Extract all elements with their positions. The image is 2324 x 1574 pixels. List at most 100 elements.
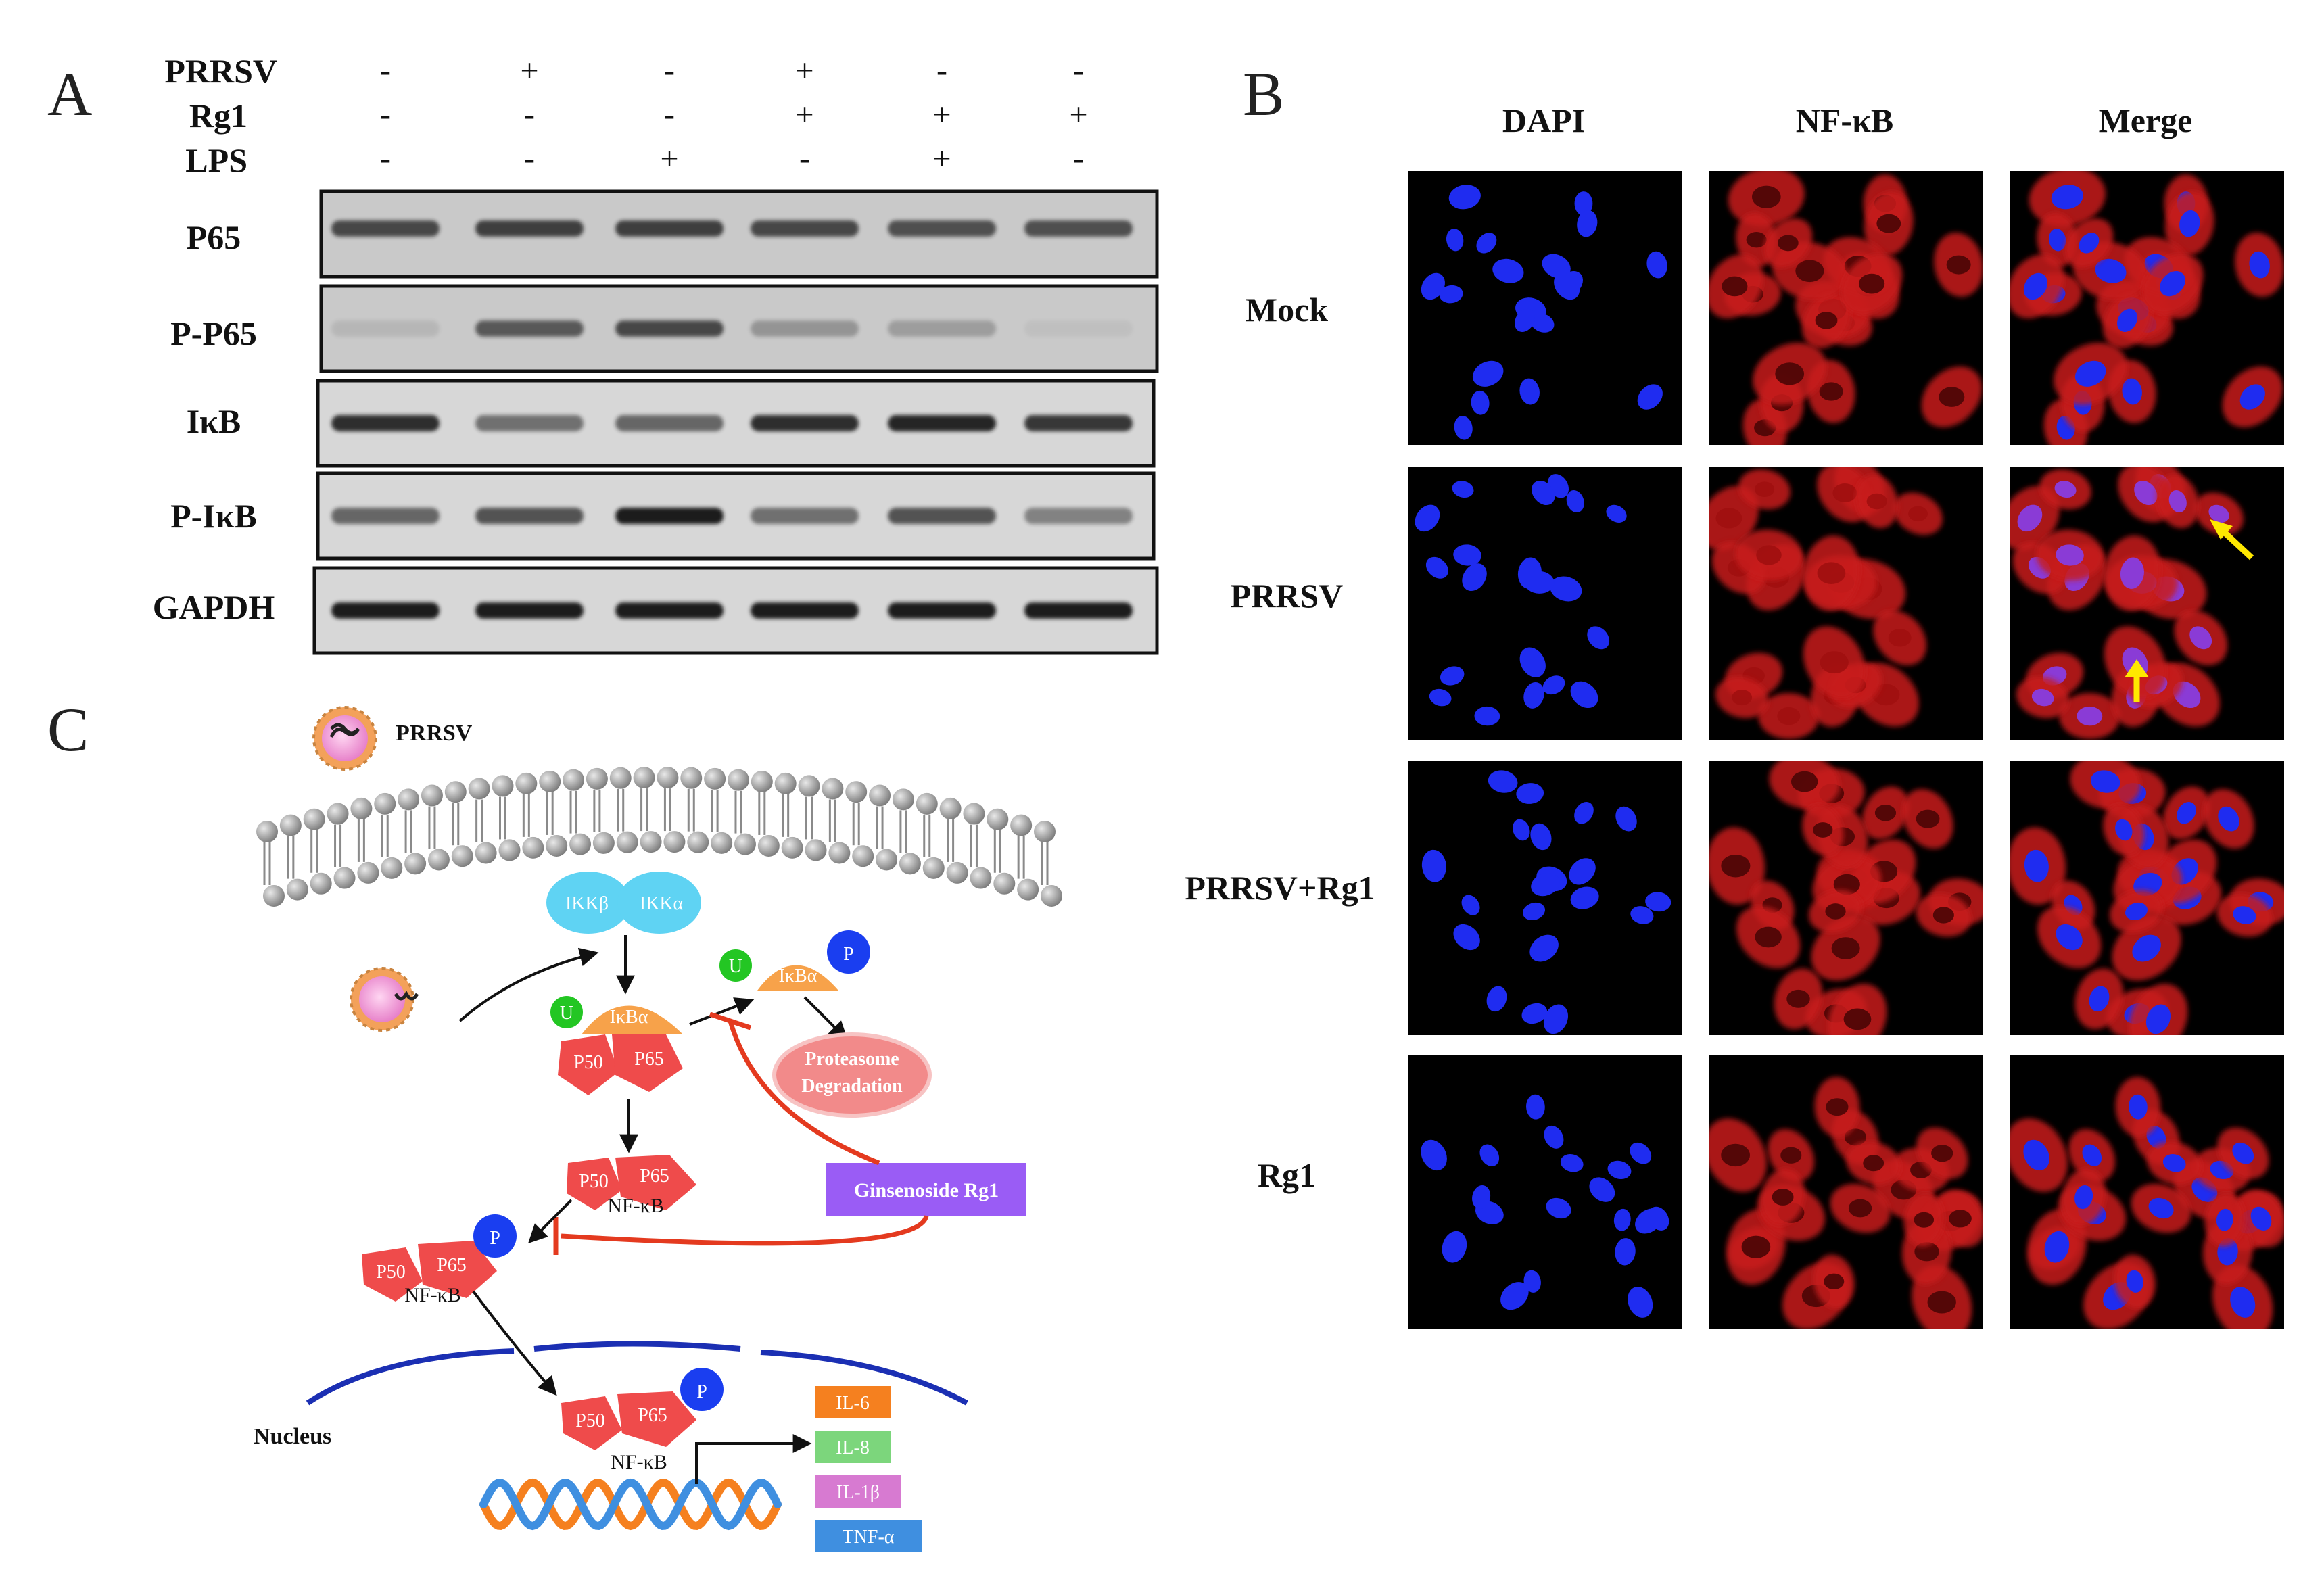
blot-band <box>615 508 724 524</box>
ikba-nfkb-complex: IκBα U P50 P65 <box>550 996 683 1095</box>
blot-band <box>615 415 724 431</box>
lipid-head <box>727 769 749 791</box>
ubiquitin-label: U <box>560 1003 573 1024</box>
lipid-head <box>444 781 467 803</box>
lipid-head <box>805 839 827 861</box>
lipid-head <box>1017 878 1039 901</box>
cell-membrane <box>256 767 1062 907</box>
ubiquitin-node <box>719 949 752 982</box>
lipid-head <box>734 833 756 855</box>
lipid-head <box>569 833 592 855</box>
lipid-head <box>398 788 420 811</box>
micrograph-tile <box>1709 171 1983 445</box>
condition-sign: - <box>1073 53 1084 89</box>
inhibition-bar <box>709 1011 752 1030</box>
lipid-head <box>939 797 962 819</box>
ikba-node <box>582 1005 683 1034</box>
microscopy-row-headers: Mock PRRSV PRRSV+Rg1 Rg1 <box>1185 291 1375 1194</box>
lipid-head <box>515 772 538 794</box>
condition-sign: - <box>524 97 535 133</box>
blot-band <box>1024 220 1133 237</box>
lipid-head <box>310 872 332 895</box>
blot-band <box>331 602 440 619</box>
lipid-head <box>633 767 655 789</box>
cytokine-box-il8 <box>815 1431 891 1463</box>
cytokine-box-il1b <box>815 1475 901 1508</box>
micrograph-tile <box>1709 761 1983 1035</box>
lipid-head <box>475 842 497 864</box>
lipid-head <box>657 767 679 789</box>
proteasome-node: Proteasome Degradation <box>772 1032 932 1118</box>
lipid-head <box>774 772 797 794</box>
lipid-head <box>256 821 278 842</box>
panel-letter-a: A <box>47 59 92 128</box>
virus-small-icon <box>350 967 419 1032</box>
lipid-head <box>616 831 638 853</box>
lipid-head <box>421 784 443 807</box>
condition-sign: + <box>932 97 951 133</box>
lipid-head <box>946 861 968 884</box>
lipid-head <box>916 792 938 815</box>
lipid-head <box>852 845 874 867</box>
lipid-head <box>381 857 403 879</box>
arrow-to-phospho-ikba <box>689 997 755 1026</box>
lipid-head <box>751 770 773 792</box>
ikba-label: IκBα <box>610 1007 648 1028</box>
blot-labels: P65 P-P65 IκB P-IκB GAPDH <box>153 218 275 626</box>
lipid-head <box>828 842 851 864</box>
phospho-ikba-complex: IκBα U P <box>719 930 870 991</box>
condition-label-lps: LPS <box>185 141 247 179</box>
condition-sign: + <box>520 53 538 89</box>
blot-band <box>331 220 440 237</box>
ikkb-label: IKKβ <box>565 893 609 914</box>
lipid-head <box>993 872 1016 895</box>
blot-band <box>1024 508 1133 524</box>
lipid-head <box>640 831 662 853</box>
blot-band <box>751 508 859 524</box>
inhibition-line-phosphorylation <box>561 1214 929 1246</box>
cytokine-list: IL-6 IL-8 IL-1β TNF-α <box>815 1386 922 1552</box>
condition-sign: - <box>380 53 391 89</box>
lipid-head <box>539 770 561 792</box>
blot-band <box>331 508 440 524</box>
row-header-mock: Mock <box>1246 291 1328 329</box>
cytokine-il8: IL-8 <box>836 1437 870 1458</box>
lipid-head <box>687 831 709 853</box>
lipid-head <box>279 814 302 836</box>
proteasome-label-line2: Degradation <box>801 1076 903 1097</box>
blot-label-p-p65: P-P65 <box>170 314 257 352</box>
blot-band <box>888 415 996 431</box>
p65-label: P65 <box>640 1166 669 1187</box>
blot-band <box>475 602 584 619</box>
blot-strip <box>312 566 1159 655</box>
proteasome-label-line1: Proteasome <box>805 1049 899 1070</box>
ikka-node <box>617 872 701 934</box>
condition-sign: + <box>660 141 678 176</box>
lipid-head <box>822 778 844 800</box>
micrograph-tile <box>1408 1055 1682 1329</box>
arrow-virus-to-ikk <box>458 947 599 1022</box>
arrow-transcription <box>695 1434 812 1484</box>
phospho-ikba-node <box>757 965 838 991</box>
blot-band <box>331 415 440 431</box>
cytokine-box-il6 <box>815 1386 891 1418</box>
lipid-head <box>263 885 285 907</box>
blot-strip <box>316 379 1156 468</box>
condition-sign: - <box>380 141 391 176</box>
condition-sign: - <box>936 53 947 89</box>
lipid-head <box>427 849 450 871</box>
row-header-prrsv-rg1: PRRSV+Rg1 <box>1185 869 1375 907</box>
arrow-nuclear-translocation <box>472 1290 557 1396</box>
lipid-head <box>711 832 733 854</box>
lipid-head <box>798 775 820 797</box>
blot-band <box>888 508 996 524</box>
dna-helix-icon <box>479 1478 782 1531</box>
blot-band <box>475 415 584 431</box>
p50-node <box>362 1247 423 1302</box>
arrow-to-proteasome <box>803 996 848 1041</box>
blot-band <box>615 220 724 237</box>
nuclear-envelope <box>306 1341 968 1406</box>
lipid-head <box>286 878 308 901</box>
micrograph-tile <box>2010 171 2284 445</box>
